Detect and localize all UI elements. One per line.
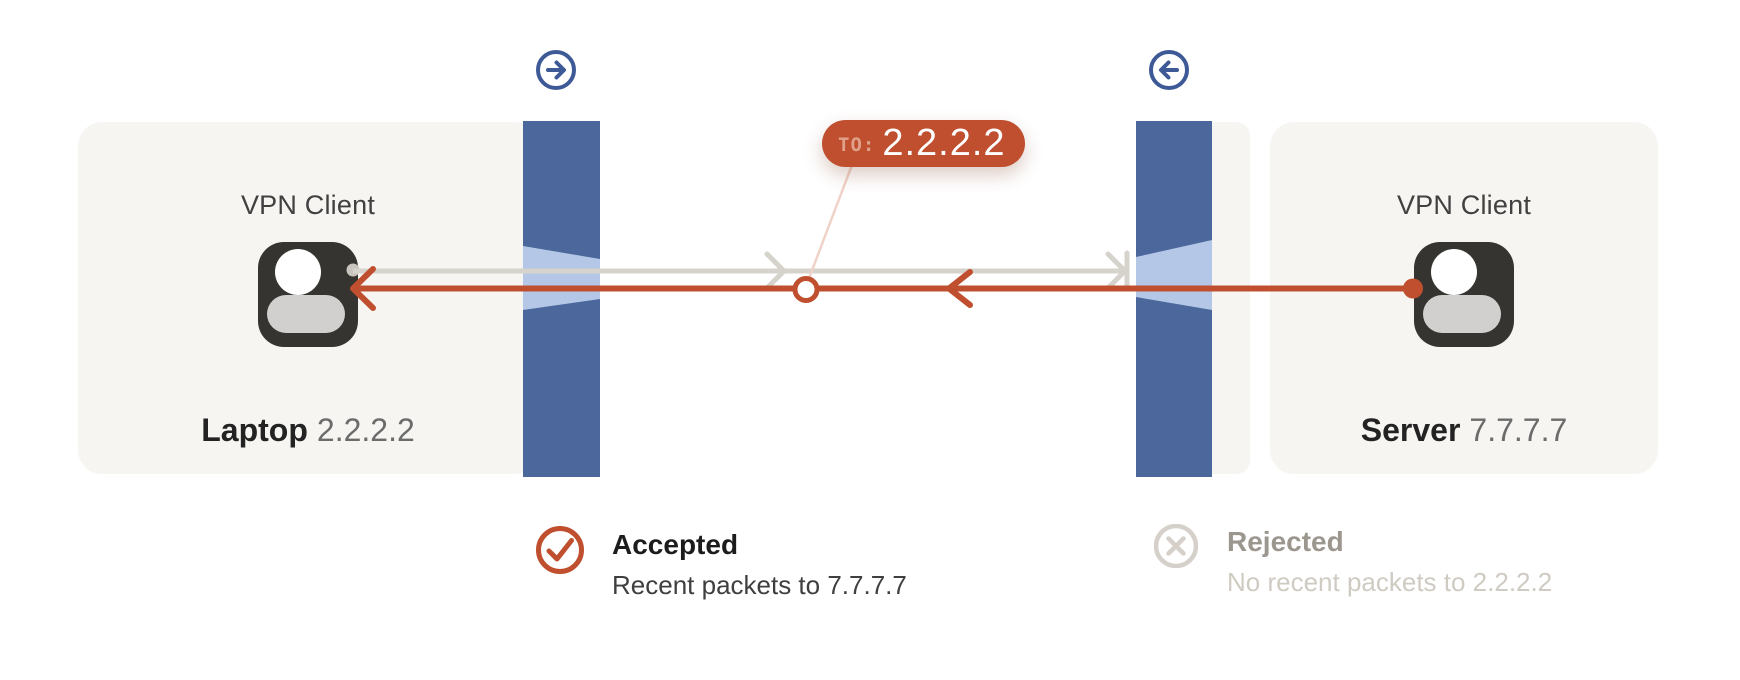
destination-badge: TO: 2.2.2.2 [822, 120, 1025, 167]
outbound-mid-arrowhead [764, 251, 787, 291]
device-name: Laptop [201, 412, 308, 448]
vpn-client-label: VPN Client [1396, 190, 1532, 220]
outbound-direction-icon [536, 50, 576, 90]
inbound-direction-icon [1149, 50, 1189, 90]
user-head-icon [275, 249, 321, 295]
status-accepted-detail: Recent packets to 7.7.7.7 [612, 570, 907, 600]
device-name: Server [1360, 412, 1461, 448]
badge-prefix: TO: [838, 133, 876, 156]
device-ip: 2.2.2.2 [316, 412, 415, 448]
vpn-client-label: VPN Client [240, 190, 376, 220]
x-circle-icon [1154, 524, 1198, 568]
device-ip: 7.7.7.7 [1469, 412, 1568, 448]
status-accepted-label: Accepted [612, 529, 739, 560]
status-rejected-label: Rejected [1227, 526, 1344, 557]
status-accepted: Accepted Recent packets to 7.7.7.7 [612, 529, 907, 601]
server-network-edge-strip [1196, 122, 1250, 474]
status-rejected-detail: No recent packets to 2.2.2.2 [1227, 567, 1553, 597]
arrow-left-circle-icon [1149, 50, 1189, 90]
badge-ip: 2.2.2.2 [882, 122, 1006, 164]
user-head-icon [1431, 249, 1477, 295]
badge-connector-line [806, 164, 854, 282]
user-torso-icon [267, 295, 345, 333]
vpn-client-icon [1414, 242, 1514, 347]
arrow-right-circle-icon [536, 50, 576, 90]
packet-marker [792, 276, 820, 303]
vpn-client-icon [258, 242, 358, 347]
user-torso-icon [1423, 295, 1501, 333]
outbound-end-arrowhead [1105, 251, 1128, 291]
arrow-left-glyph [1159, 60, 1179, 80]
return-mid-arrowhead [946, 269, 973, 308]
check-circle-icon [536, 526, 584, 574]
arrow-right-glyph [546, 60, 566, 80]
status-rejected: Rejected No recent packets to 2.2.2.2 [1227, 526, 1552, 598]
